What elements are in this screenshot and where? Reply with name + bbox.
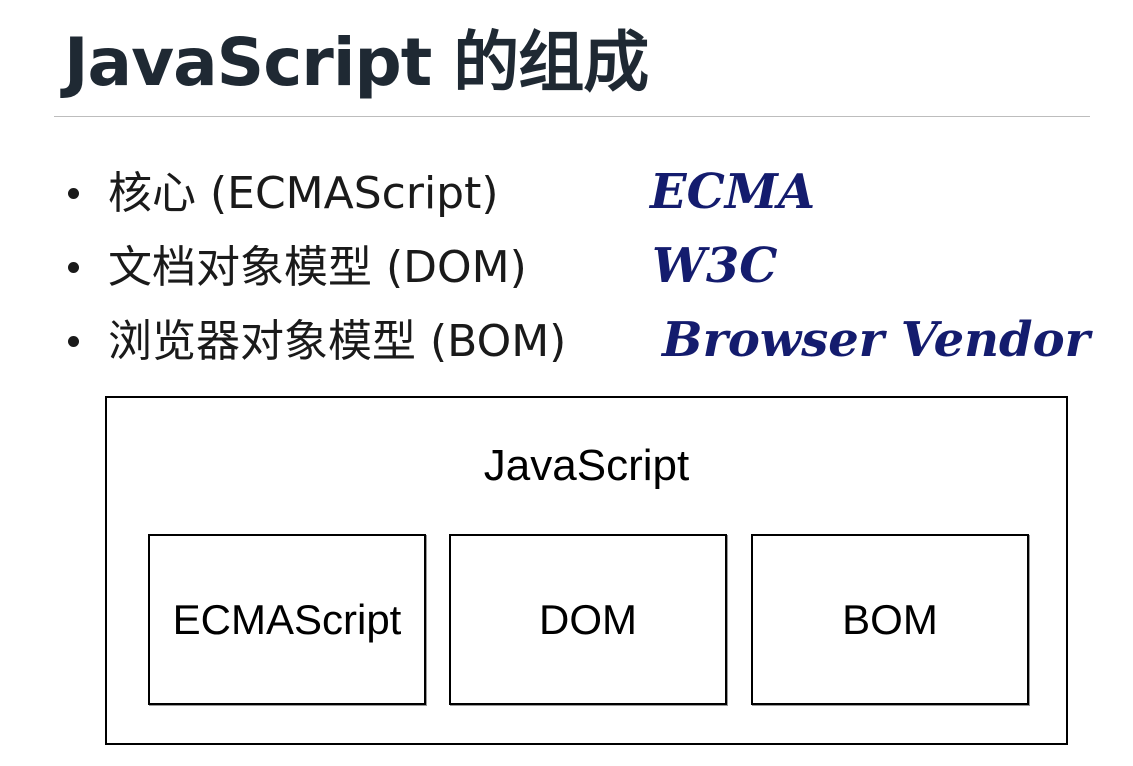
bullet-org-label: W3C [652, 238, 778, 294]
bullet-text: 核心 (ECMAScript) [108, 168, 499, 219]
bom-label: BOM [842, 595, 938, 643]
bullet-text: 浏览器对象模型 (BOM) [108, 316, 567, 367]
bullet-dot-icon [68, 188, 79, 199]
dom-box: DOM [449, 534, 727, 705]
javascript-label: JavaScript [483, 441, 690, 490]
ecmascript-label: ECMAScript [172, 595, 402, 643]
ecmascript-box: ECMAScript [148, 534, 426, 705]
bullet-org-label: ECMA [650, 164, 816, 220]
bullet-dot-icon [68, 336, 79, 347]
slide-title: JavaScript 的组成 [64, 24, 649, 101]
javascript-container-box: JavaScript ECMAScript DOM BOM [105, 396, 1068, 745]
bom-box: BOM [751, 534, 1029, 705]
title-divider [54, 116, 1090, 117]
bullet-text: 文档对象模型 (DOM) [108, 242, 527, 293]
dom-label: DOM [539, 595, 637, 643]
bullet-org-label: Browser Vendor [662, 312, 1090, 368]
bullet-dot-icon [68, 262, 79, 273]
